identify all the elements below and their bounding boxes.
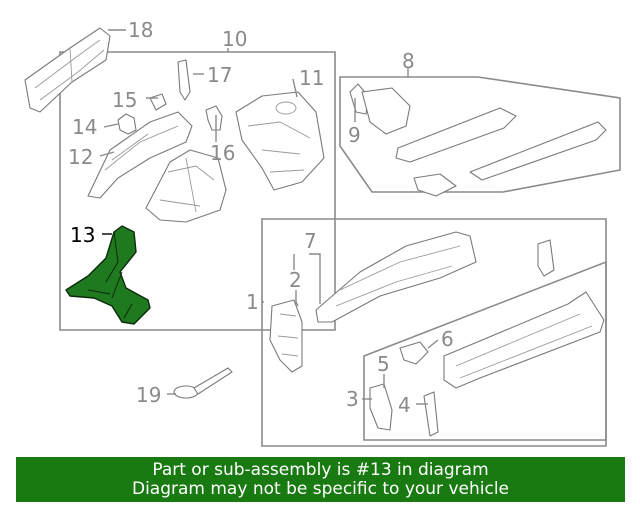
part-wheelhouse-inner[interactable] xyxy=(145,149,227,223)
banner-line-part: Part or sub-assembly is #13 in diagram xyxy=(152,459,489,480)
panel-group-8 xyxy=(339,76,621,193)
info-banner: Part or sub-assembly is #13 in diagram D… xyxy=(16,457,625,502)
part-13-highlighted[interactable] xyxy=(65,225,151,325)
part-14[interactable] xyxy=(117,113,137,135)
part-18[interactable] xyxy=(24,27,111,113)
part-5[interactable] xyxy=(369,383,393,431)
callout-7: 7 xyxy=(304,229,317,253)
callout-4: 4 xyxy=(398,393,411,417)
part-15[interactable] xyxy=(149,93,167,111)
callout-2: 2 xyxy=(289,268,302,292)
part-bracket-upper[interactable] xyxy=(537,239,555,277)
callout-11: 11 xyxy=(299,66,324,90)
callout-18: 18 xyxy=(128,18,153,42)
part-8-rails[interactable] xyxy=(395,107,607,197)
part-11[interactable] xyxy=(235,91,325,191)
callout-1: 1 xyxy=(246,290,259,314)
callout-12: 12 xyxy=(68,145,93,169)
callout-16: 16 xyxy=(210,141,235,165)
panel-group-10 xyxy=(59,51,336,331)
callout-6: 6 xyxy=(441,327,454,351)
panel-group-3 xyxy=(363,260,607,441)
callout-14: 14 xyxy=(72,115,97,139)
parts-diagram: 18 10 17 11 15 14 12 16 13 8 9 7 2 1 6 5… xyxy=(24,18,621,447)
callout-8: 8 xyxy=(402,49,415,73)
part-3-rail[interactable] xyxy=(443,291,605,389)
callout-10: 10 xyxy=(222,27,247,51)
callout-3: 3 xyxy=(346,387,359,411)
part-12[interactable] xyxy=(87,111,193,199)
part-16[interactable] xyxy=(205,105,223,131)
callout-9: 9 xyxy=(348,123,361,147)
part-6[interactable] xyxy=(399,341,429,365)
panel-group-1 xyxy=(261,218,607,447)
callout-13: 13 xyxy=(70,223,95,247)
part-17[interactable] xyxy=(177,59,191,101)
callout-5: 5 xyxy=(377,352,390,376)
part-4[interactable] xyxy=(423,391,439,437)
callout-19: 19 xyxy=(136,383,161,407)
part-19[interactable] xyxy=(173,367,233,399)
banner-line-disclaimer: Diagram may not be specific to your vehi… xyxy=(131,478,509,499)
leader-lines xyxy=(99,29,439,405)
callout-17: 17 xyxy=(207,63,232,87)
part-7[interactable] xyxy=(315,231,477,323)
callout-15: 15 xyxy=(112,88,137,112)
part-2[interactable] xyxy=(269,299,303,373)
part-9[interactable] xyxy=(349,83,411,135)
